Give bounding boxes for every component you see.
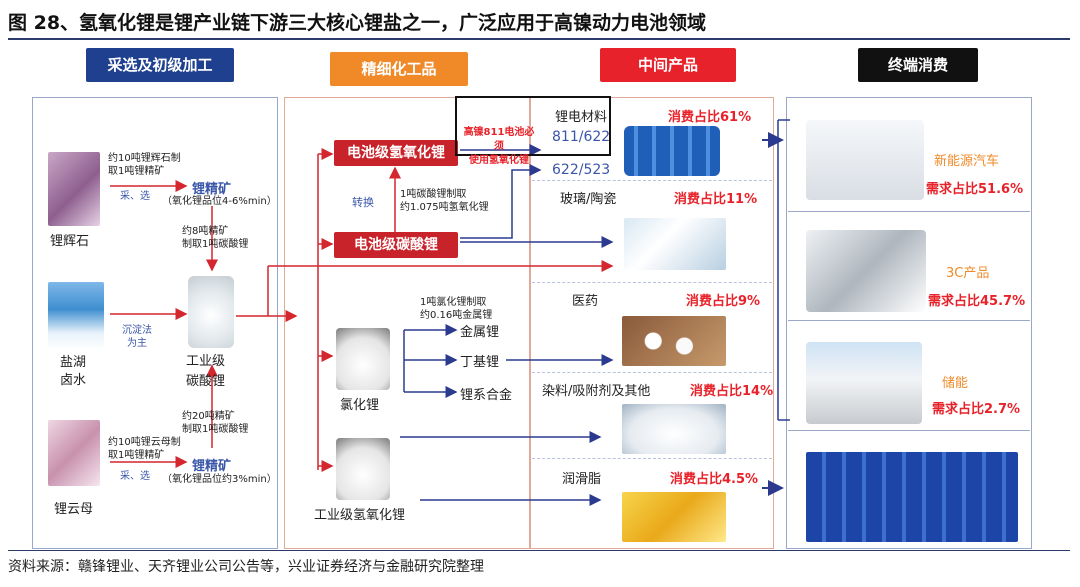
battery-grade-carbonate: 电池级碳酸锂	[334, 232, 458, 258]
panel-fine-chemicals	[284, 97, 530, 549]
chloride-label: 氯化锂	[340, 398, 380, 413]
to-carbonate-note-2: 约20吨精矿制取1吨碳酸锂	[182, 411, 249, 435]
dye-share: 消费占比14%	[690, 384, 774, 399]
brine-photo	[48, 282, 104, 350]
ev-photo	[806, 120, 924, 200]
storage-share: 需求占比2.7%	[932, 402, 1021, 417]
divider	[788, 211, 1030, 212]
title-divider	[8, 38, 1070, 40]
spodumene-photo	[48, 152, 100, 226]
glass-share: 消费占比11%	[674, 192, 758, 207]
3c-share: 需求占比45.7%	[928, 294, 1026, 309]
chloride-photo	[336, 328, 390, 390]
divider	[788, 430, 1030, 431]
source-note: 资料来源：赣锋锂业、天齐锂业公司公告等，兴业证券经济与金融研究院整理	[8, 559, 484, 575]
to-carbonate-note-1: 约8吨精矿制取1吨碳酸锂	[182, 226, 249, 250]
concentrate-2-note: （氧化锂品位约3%min）	[162, 474, 277, 485]
callout-box	[455, 96, 611, 156]
spodumene-note: 约10吨锂辉石制取1吨锂精矿	[108, 153, 181, 177]
concentrate-1-note: （氧化锂品位4-6%min）	[162, 196, 277, 207]
panel-intermediate-products	[530, 97, 774, 549]
industrial-carbonate-label: 工业级碳酸锂	[186, 354, 226, 389]
panel-mining	[32, 97, 278, 549]
divider	[532, 282, 772, 283]
pharma-label: 医药	[572, 294, 599, 309]
storage-label: 储能	[942, 376, 969, 391]
battery-cells-photo	[624, 126, 720, 176]
lepidolite-photo	[48, 420, 100, 486]
grease-label: 润滑脂	[562, 472, 602, 487]
concentrate-1: 锂精矿	[192, 182, 232, 197]
header-fine-chemicals: 精细化工品	[330, 52, 468, 86]
butyl-lithium: 丁基锂	[460, 355, 500, 370]
dye-label: 染料/吸附剂及其他	[542, 384, 651, 399]
footer-divider	[8, 550, 1070, 551]
brine-process: 沉淀法为主	[122, 325, 152, 349]
header-end-consumption: 终端消费	[858, 48, 978, 82]
lepidolite-process: 采、选	[120, 471, 150, 482]
brine-label: 盐湖卤水	[60, 355, 87, 388]
header-mining: 采选及初级加工	[86, 48, 234, 82]
ev-share: 需求占比51.6%	[926, 182, 1024, 197]
callout-text: 高镍811电池必须使用氢氧化锂	[463, 127, 535, 166]
glass-label: 玻璃/陶瓷	[560, 192, 617, 207]
spodumene-label: 锂辉石	[50, 234, 90, 249]
panel-end-consumption	[786, 97, 1032, 549]
3c-label: 3C产品	[946, 266, 990, 281]
3c-products-photo	[806, 230, 926, 312]
spodumene-process: 采、选	[120, 191, 150, 202]
header-intermediate-products: 中间产品	[600, 48, 736, 82]
concentrate-2: 锂精矿	[192, 459, 232, 474]
glass-ceramics-photo	[624, 218, 726, 270]
lithium-alloy: 锂系合金	[460, 388, 513, 403]
industrial-carbonate-photo	[188, 276, 234, 348]
divider	[532, 372, 772, 373]
ev-label: 新能源汽车	[934, 154, 1000, 169]
battery-grade-hydroxide: 电池级氢氧化锂	[334, 140, 458, 166]
cathode-label: 锂电材料	[555, 110, 608, 125]
convert-note: 1吨碳酸锂制取约1.075吨氢氧化锂	[400, 189, 489, 213]
energy-storage-photo	[806, 342, 922, 424]
industrial-hydroxide-photo	[336, 438, 390, 500]
figure-title: 图 28、氢氧化锂是锂产业链下游三大核心锂盐之一，广泛应用于高镍动力电池领域	[8, 12, 707, 34]
ncm-622-523: 622/523	[552, 162, 611, 178]
cathode-share: 消费占比61%	[668, 110, 752, 125]
pharma-photo	[622, 316, 726, 366]
chloride-note: 1吨氯化锂制取约0.16吨金属锂	[420, 297, 493, 321]
grease-photo	[622, 492, 726, 542]
lepidolite-note: 约10吨锂云母制取1吨锂精矿	[108, 437, 181, 461]
divider	[532, 180, 772, 181]
metal-lithium: 金属锂	[460, 325, 500, 340]
pharma-share: 消费占比9%	[686, 294, 761, 309]
grease-drums-photo	[806, 452, 1018, 542]
ncm-811-622: 811/622	[552, 129, 611, 145]
divider	[532, 458, 772, 459]
arrow-carbonate-523	[460, 164, 542, 239]
grease-share: 消费占比4.5%	[670, 472, 759, 487]
divider	[788, 320, 1030, 321]
industrial-hydroxide-label: 工业级氢氧化锂	[314, 508, 406, 523]
dye-adsorbent-photo	[622, 404, 726, 454]
lepidolite-label: 锂云母	[54, 502, 94, 517]
convert-label: 转换	[352, 196, 374, 209]
